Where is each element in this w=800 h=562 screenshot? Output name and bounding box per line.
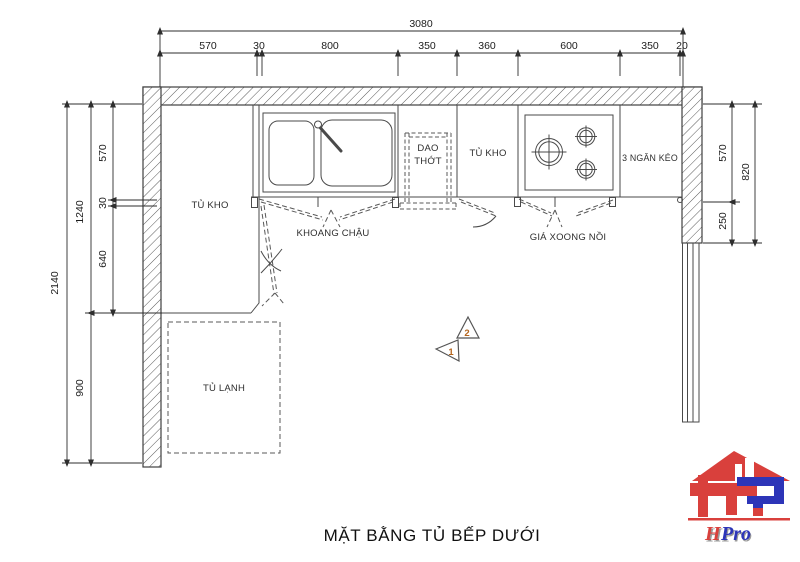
dim-total-width: 3080: [409, 18, 433, 30]
thot-label: THỚT: [414, 156, 441, 167]
svg-text:600: 600: [560, 40, 578, 52]
dimensions-left: 2140 1240 900 570 30 640: [49, 100, 162, 467]
burner-small-bottom: [575, 158, 597, 181]
dim-total-height: 2140: [49, 271, 61, 295]
section-triangle-1: [434, 339, 460, 363]
drawing-title: MẶT BẰNG TỦ BẾP DƯỚI: [324, 526, 541, 545]
svg-text:350: 350: [418, 40, 436, 52]
svg-text:1240: 1240: [74, 200, 86, 224]
svg-text:640: 640: [97, 250, 109, 268]
dimensions-top: 3080 570 30 800 350 360 600 350 20: [157, 18, 688, 87]
door-swings: [251, 197, 683, 307]
right-column: [682, 242, 700, 423]
svg-text:30: 30: [97, 197, 109, 209]
tu-kho-left-label: TỦ KHO: [191, 199, 228, 211]
svg-text:20: 20: [676, 40, 688, 52]
fridge: TỦ LẠNH: [167, 321, 281, 454]
dimensions-right: 570 250 820: [703, 100, 762, 247]
section-number-2: 2: [464, 328, 469, 339]
svg-text:900: 900: [74, 379, 86, 397]
top-wall: [142, 86, 703, 106]
svg-text:570: 570: [97, 144, 109, 162]
svg-text:250: 250: [717, 212, 729, 230]
section-marker: 2 1: [434, 315, 480, 363]
cooktop: [524, 114, 614, 191]
sink-basin-left: [268, 120, 315, 186]
ngan-keo-label: 3 NGĂN KÉO: [622, 153, 678, 163]
logo-underline: [688, 518, 790, 521]
faucet-icon: [314, 120, 322, 129]
logo-text-h: H: [704, 523, 722, 545]
gia-xoong-noi-label: GIÁ XOONG NỒI: [530, 231, 607, 243]
burner-large: [531, 134, 567, 170]
walls: [142, 86, 703, 468]
right-wall: [681, 86, 703, 244]
logo-text-shadow: HPro: [706, 525, 753, 547]
sink-basin-right: [320, 119, 393, 187]
burner-small-top: [575, 125, 597, 148]
svg-text:570: 570: [199, 40, 217, 52]
corner-cabinet-front: [161, 197, 260, 314]
sink: [262, 112, 396, 193]
logo: HPro H Pro: [688, 451, 790, 547]
svg-text:570: 570: [717, 144, 729, 162]
svg-text:350: 350: [641, 40, 659, 52]
section-number-1: 1: [448, 347, 454, 358]
logo-text-pro: Pro: [720, 523, 751, 545]
dao-thot-pullout: DAO THỚT: [399, 132, 457, 210]
svg-text:800: 800: [321, 40, 339, 52]
section-triangle-2: [456, 315, 480, 339]
svg-text:30: 30: [253, 40, 265, 52]
khoang-chau-label: KHOANG CHẬU: [297, 228, 370, 239]
svg-text:360: 360: [478, 40, 496, 52]
left-wall: [142, 86, 162, 468]
tu-kho-mid-label: TỦ KHO: [469, 147, 506, 159]
dao-label: DAO: [417, 143, 438, 154]
tu-lanh-label: TỦ LẠNH: [203, 382, 245, 394]
dim-right-total: 820: [740, 163, 752, 181]
faucet-handle: [319, 126, 343, 153]
